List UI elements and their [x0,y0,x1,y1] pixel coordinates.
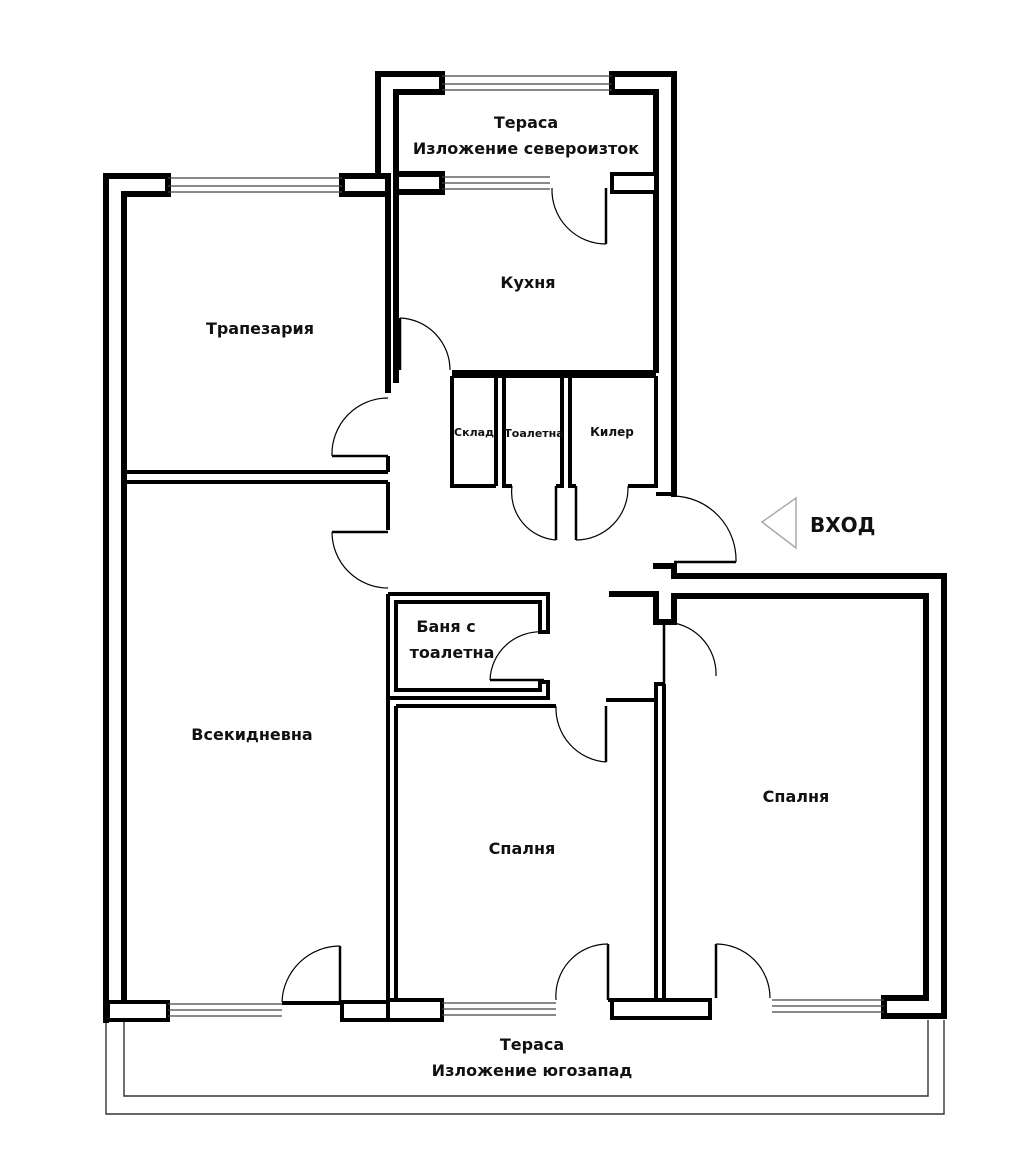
room-terrace-ne-subtitle: Изложение североизток [413,139,639,158]
window-bedroom-center-south [442,1002,556,1016]
window-bedroom-right-south [772,999,884,1013]
room-terrace-sw-subtitle: Изложение югозапад [432,1061,633,1080]
room-terrace-sw-name: Тераса [500,1035,564,1054]
room-living-name: Всекидневна [191,725,312,744]
room-dining-name: Трапезария [206,319,314,338]
room-storage-name: Склад [454,426,494,439]
room-terrace-ne-name: Тераса [494,113,558,132]
room-kitchen-name: Кухня [500,273,555,292]
door-bedroom-center-terrace [555,943,610,1001]
door-kitchen-terrace [551,187,608,245]
door-bedroom-center [555,705,608,763]
door-pantry [574,485,629,541]
entrance-arrow-icon [760,496,797,550]
door-toilet [511,485,558,541]
window-dining-north [168,177,342,193]
window-terrace-north [442,75,612,91]
entrance-marker: ВХОД [760,496,875,550]
room-bathroom-line2: тоалетна [410,643,495,662]
window-kitchen-north [442,176,550,190]
room-bathroom-line1: Баня с [416,617,475,636]
door-living [331,530,389,589]
room-bedroom-center-name: Спалня [489,839,556,858]
door-bedroom-right [662,621,717,684]
doors [281,187,771,1003]
door-bedroom-right-terrace [714,943,771,999]
outer-walls [103,71,947,1023]
door-entrance [673,495,737,564]
door-dining [331,397,389,458]
room-bedroom-right-name: Спалня [763,787,830,806]
room-labels: Тераса Изложение североизток Кухня Трапе… [191,113,829,1080]
door-bathroom [489,631,545,682]
window-living-south [168,1003,282,1017]
terrace-southwest-outline [105,1020,945,1115]
entrance-label: ВХОД [810,513,875,537]
room-pantry-name: Килер [590,425,634,439]
door-living-terrace [281,945,342,1003]
windows [168,75,884,1017]
door-kitchen-hall [398,317,451,371]
room-toilet-name: Тоалетна [504,427,563,440]
